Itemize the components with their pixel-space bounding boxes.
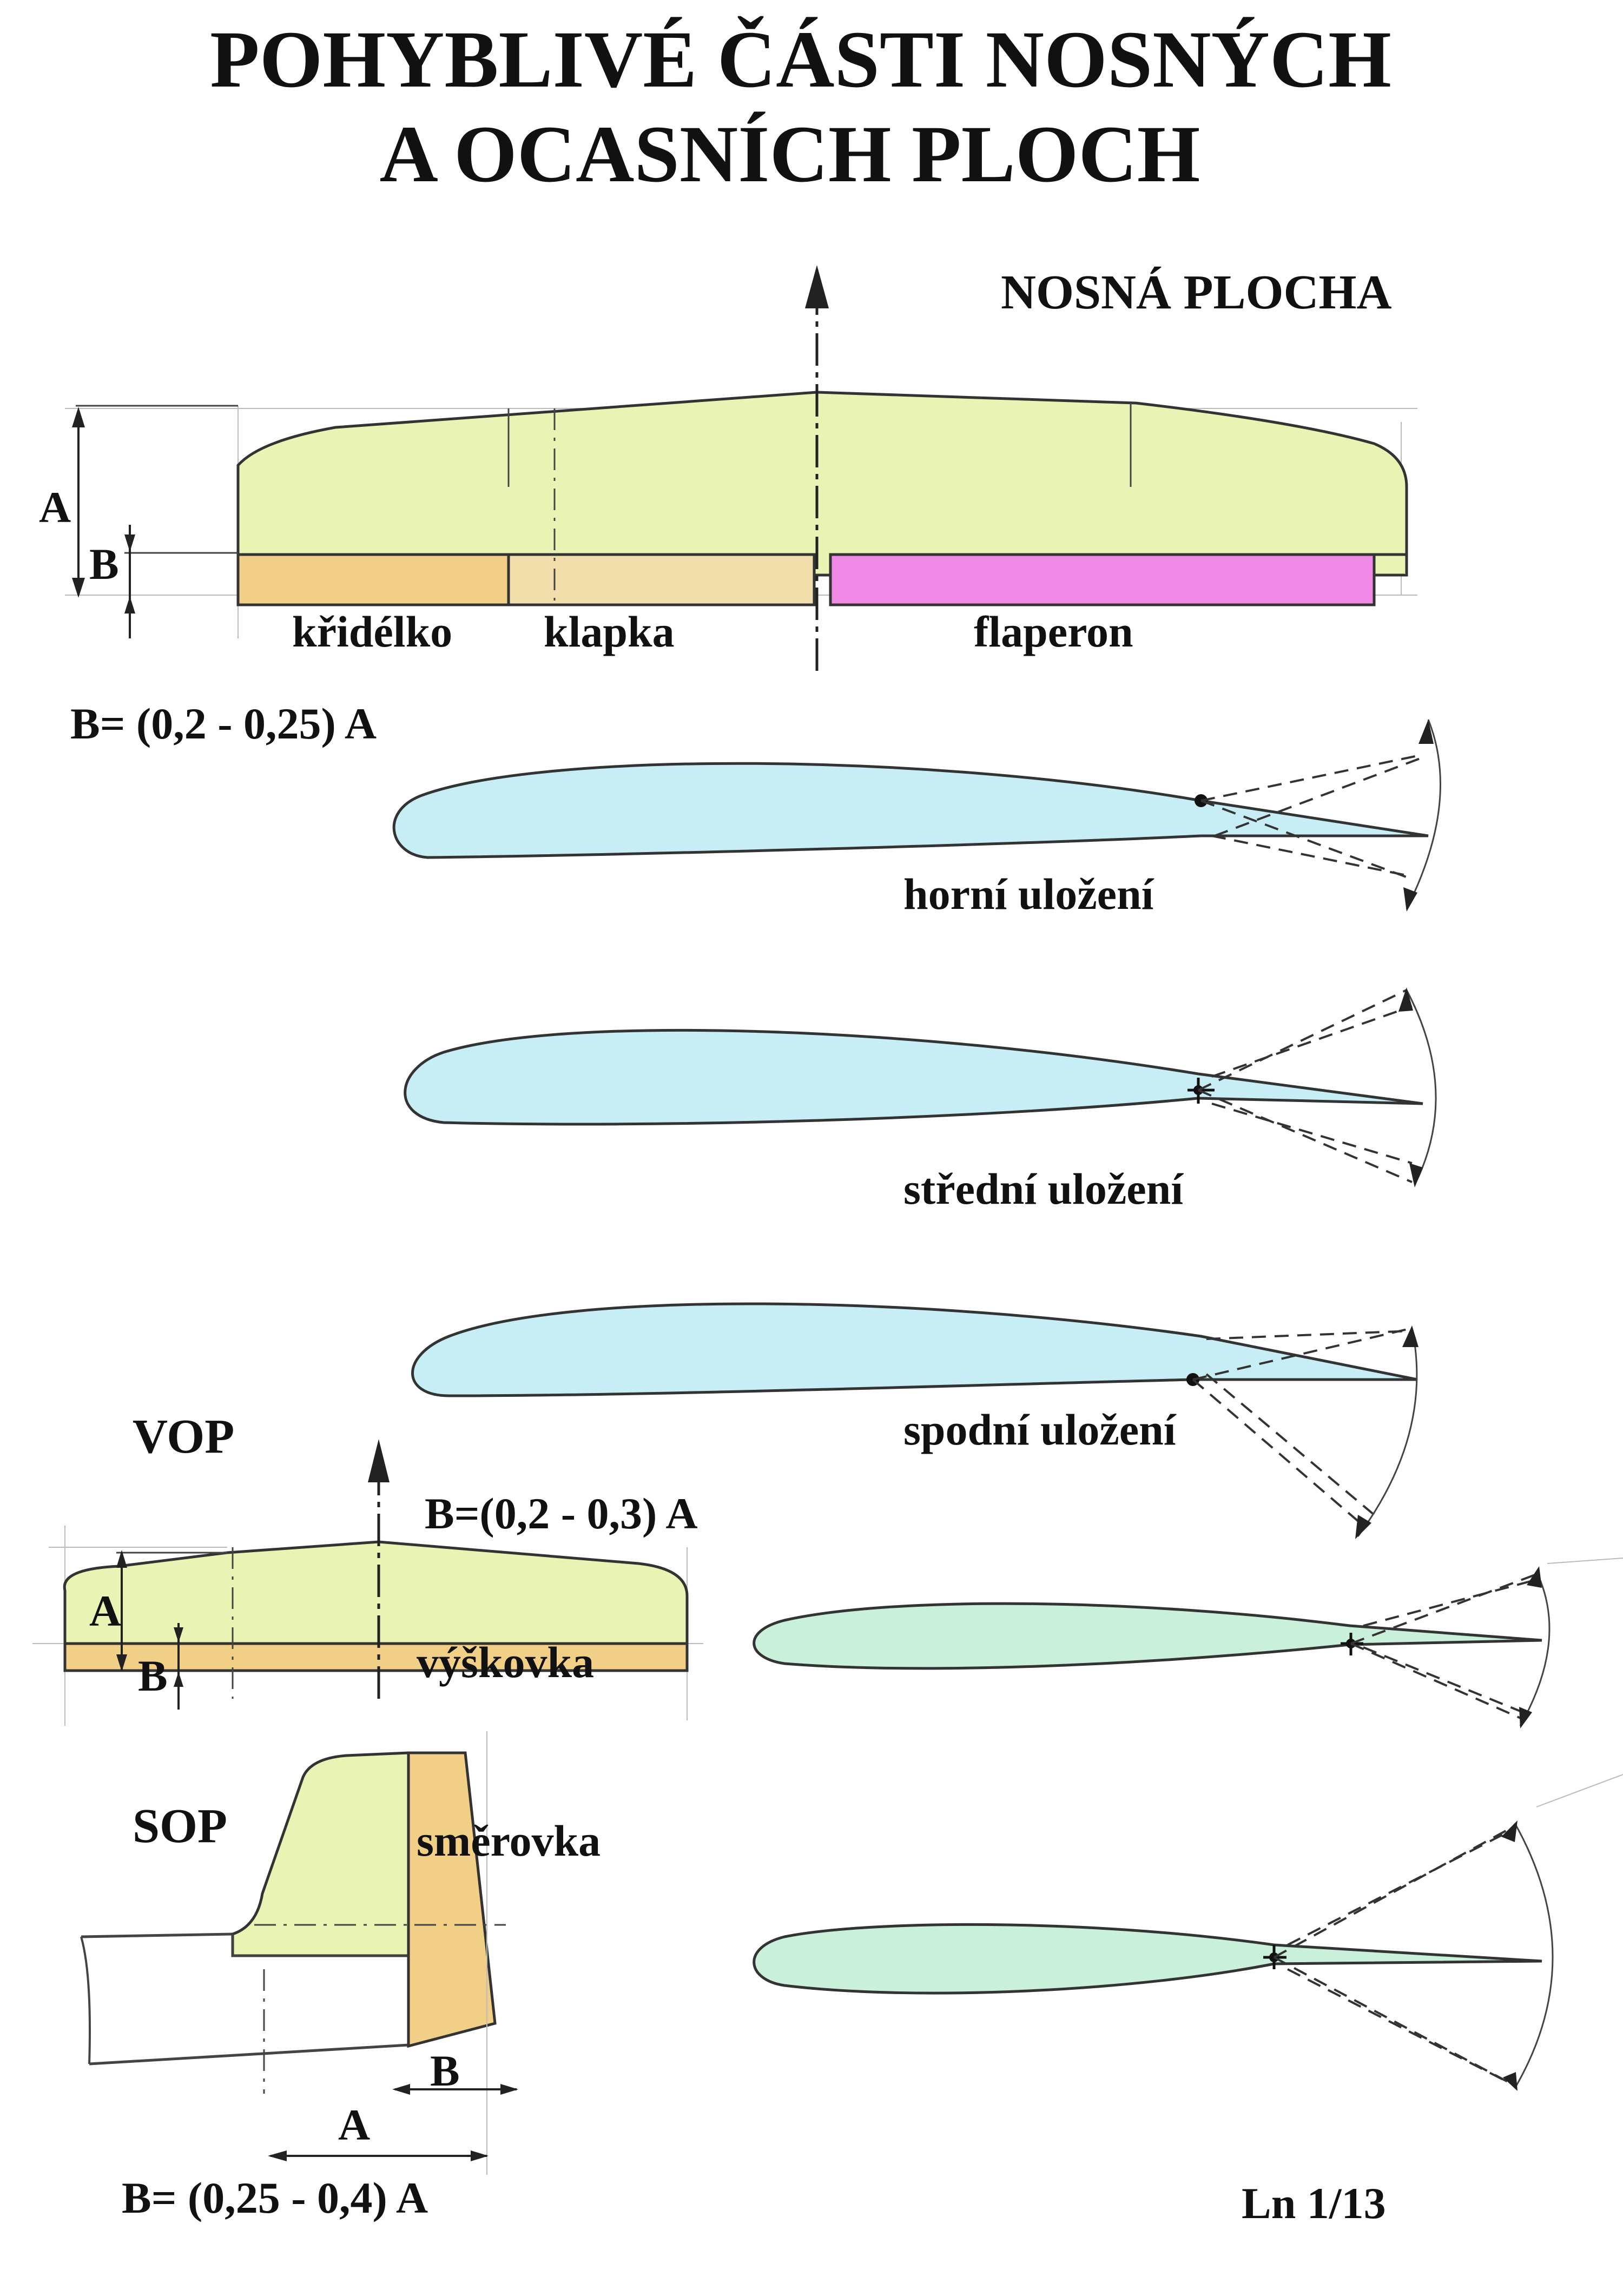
vop-dim-b-label: B [138, 1651, 168, 1700]
deflection-arrow-up-icon [1501, 1820, 1518, 1842]
wing-planform: A B [39, 265, 1417, 671]
rudder-label: směrovka [417, 1816, 601, 1865]
elevator-surface [63, 1642, 689, 1672]
profile-middle-hinge [404, 987, 1437, 1187]
title-line-2: A OCASNÍCH PLOCH [380, 109, 1200, 199]
title-line-1: POHYBLIVÉ ČÁSTI NOSNÝCH [210, 15, 1391, 104]
deflection-arrow-down-icon [1355, 1515, 1371, 1539]
deflection-arrow-down-icon [1403, 887, 1417, 912]
vop-dim-a-label: A [89, 1586, 121, 1635]
sop-formula: B= (0,25 - 0,4) A [122, 2173, 428, 2222]
deflection-arrow-up-icon [1419, 720, 1434, 744]
top-hinge-label: horní uložení [903, 869, 1154, 919]
profile-sop [753, 1774, 1623, 2091]
wing-dim-a-label: A [39, 483, 71, 532]
deflection-arrow-down-icon [1519, 1707, 1532, 1728]
sop-dim-b-label: B [430, 2046, 460, 2095]
deflection-arrow-up-icon [1398, 987, 1413, 1012]
profile-bottom-hinge [411, 1302, 1419, 1539]
flap-label: klapka [544, 607, 675, 656]
sop-dim-a-label: A [338, 2100, 370, 2149]
sheet-id: Ln 1/13 [1242, 2179, 1386, 2228]
wing-heading: NOSNÁ PLOCHA [1001, 266, 1392, 319]
bottom-hinge-label: spodní uložení [903, 1405, 1177, 1454]
middle-hinge-label: střední uložení [903, 1164, 1184, 1213]
wing-fixed-part [236, 391, 1408, 577]
flap-surface [507, 553, 816, 606]
flaperon-label: flaperon [974, 607, 1133, 656]
deflection-arrow-down-icon [1503, 2072, 1518, 2091]
vertical-stabilizer [80, 1731, 518, 2175]
wing-dim-b-label: B [89, 539, 119, 589]
deflection-arrow-down-icon [1409, 1163, 1423, 1187]
flaperon-surface [829, 553, 1376, 606]
vop-formula: B=(0,2 - 0,3) A [425, 1489, 698, 1538]
elevator-label: výškovka [417, 1638, 594, 1687]
deflection-arrow-up-icon [1402, 1325, 1419, 1347]
wing-formula: B= (0,2 - 0,25) A [70, 699, 377, 748]
deflection-arrow-up-icon [1527, 1566, 1542, 1588]
rudder-surface [407, 1751, 497, 2048]
arrow-up-icon [368, 1439, 390, 1482]
aileron-label: křidélko [292, 607, 452, 656]
profile-vop [753, 1558, 1623, 1728]
vop-heading: VOP [133, 1410, 234, 1463]
profile-top-hinge [392, 719, 1441, 912]
arrow-up-icon [805, 265, 829, 308]
horizontal-stabilizer [32, 1439, 703, 1726]
sop-heading: SOP [133, 1799, 227, 1853]
aileron-surface [236, 553, 510, 606]
